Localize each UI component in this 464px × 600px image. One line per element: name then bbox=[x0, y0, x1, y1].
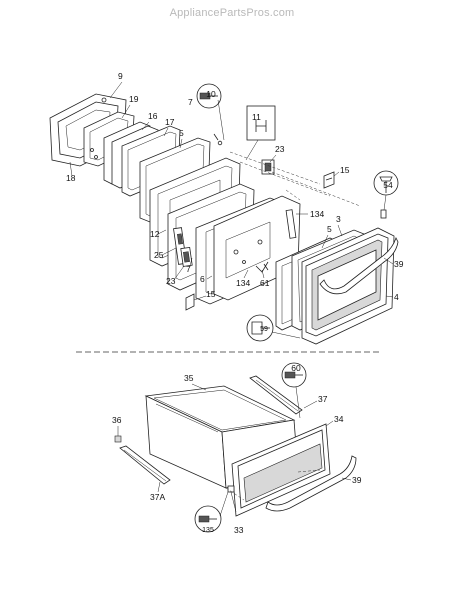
label-15-low: 15 bbox=[206, 289, 216, 299]
label-37a: 37A bbox=[150, 492, 165, 502]
label-25: 25 bbox=[154, 250, 164, 260]
label-35: 35 bbox=[184, 373, 194, 383]
drawer-front-part-34[interactable] bbox=[231, 423, 331, 517]
label-5-top: 5 bbox=[179, 128, 184, 138]
label-135: 135 bbox=[202, 527, 214, 534]
clip-part-15-low[interactable] bbox=[185, 293, 195, 311]
screw-part-7-a[interactable] bbox=[213, 133, 223, 146]
label-36: 36 bbox=[112, 415, 122, 425]
label-11: 11 bbox=[252, 112, 261, 122]
label-134-a: 134 bbox=[310, 209, 324, 219]
label-23-top: 23 bbox=[275, 144, 285, 154]
slide-rail-part-37[interactable] bbox=[249, 375, 303, 415]
label-3: 3 bbox=[336, 214, 341, 224]
screw-callout-part-135[interactable] bbox=[194, 491, 229, 533]
label-39-top: 39 bbox=[394, 259, 404, 269]
label-5-mid: 5 bbox=[327, 224, 332, 234]
label-4: 4 bbox=[394, 292, 399, 302]
label-6: 6 bbox=[200, 274, 205, 284]
hinge-part-23-low[interactable] bbox=[180, 246, 193, 267]
label-134-b: 134 bbox=[236, 278, 250, 288]
part-labels: 9 19 16 17 18 5 10 11 23 15 54 7 12 134 … bbox=[66, 71, 404, 535]
assembly-guide-lines-lower bbox=[225, 469, 321, 501]
label-7-a: 7 bbox=[188, 97, 193, 107]
label-33: 33 bbox=[234, 525, 244, 535]
watermark: AppliancePartsPros.com bbox=[170, 7, 295, 19]
screw-callout-part-59[interactable] bbox=[246, 314, 301, 342]
slide-rail-part-37a[interactable] bbox=[119, 445, 171, 485]
door-handle-part-39-top[interactable] bbox=[319, 236, 399, 295]
clips-part-61[interactable] bbox=[255, 261, 269, 273]
label-18: 18 bbox=[66, 173, 76, 183]
label-9: 9 bbox=[118, 71, 123, 81]
label-54: 54 bbox=[383, 180, 393, 190]
screw-part-33[interactable] bbox=[227, 485, 237, 513]
label-16: 16 bbox=[148, 111, 158, 121]
label-12: 12 bbox=[150, 229, 160, 239]
label-19: 19 bbox=[129, 94, 139, 104]
clip-callout-part-11[interactable] bbox=[245, 105, 276, 161]
label-61: 61 bbox=[260, 278, 270, 288]
label-34: 34 bbox=[334, 414, 344, 424]
label-59: 59 bbox=[260, 326, 268, 333]
label-37: 37 bbox=[318, 394, 328, 404]
trim-part-134-a[interactable] bbox=[285, 209, 308, 239]
screw-callout-part-10[interactable] bbox=[196, 83, 225, 141]
label-17: 17 bbox=[165, 117, 175, 127]
label-15-top: 15 bbox=[340, 165, 350, 175]
label-39-low: 39 bbox=[352, 475, 362, 485]
label-7-b: 7 bbox=[186, 264, 191, 274]
screw-part-36[interactable] bbox=[114, 435, 122, 443]
drawer-handle-part-39-low[interactable] bbox=[265, 455, 357, 512]
screw-callout-part-54[interactable] bbox=[373, 170, 399, 219]
clip-part-15-top[interactable] bbox=[323, 171, 335, 189]
label-60: 60 bbox=[291, 363, 301, 373]
label-10: 10 bbox=[206, 89, 216, 99]
label-23-low: 23 bbox=[166, 276, 176, 286]
screw-callout-part-60[interactable] bbox=[281, 362, 307, 419]
bracket-part-23-top[interactable] bbox=[261, 159, 275, 175]
